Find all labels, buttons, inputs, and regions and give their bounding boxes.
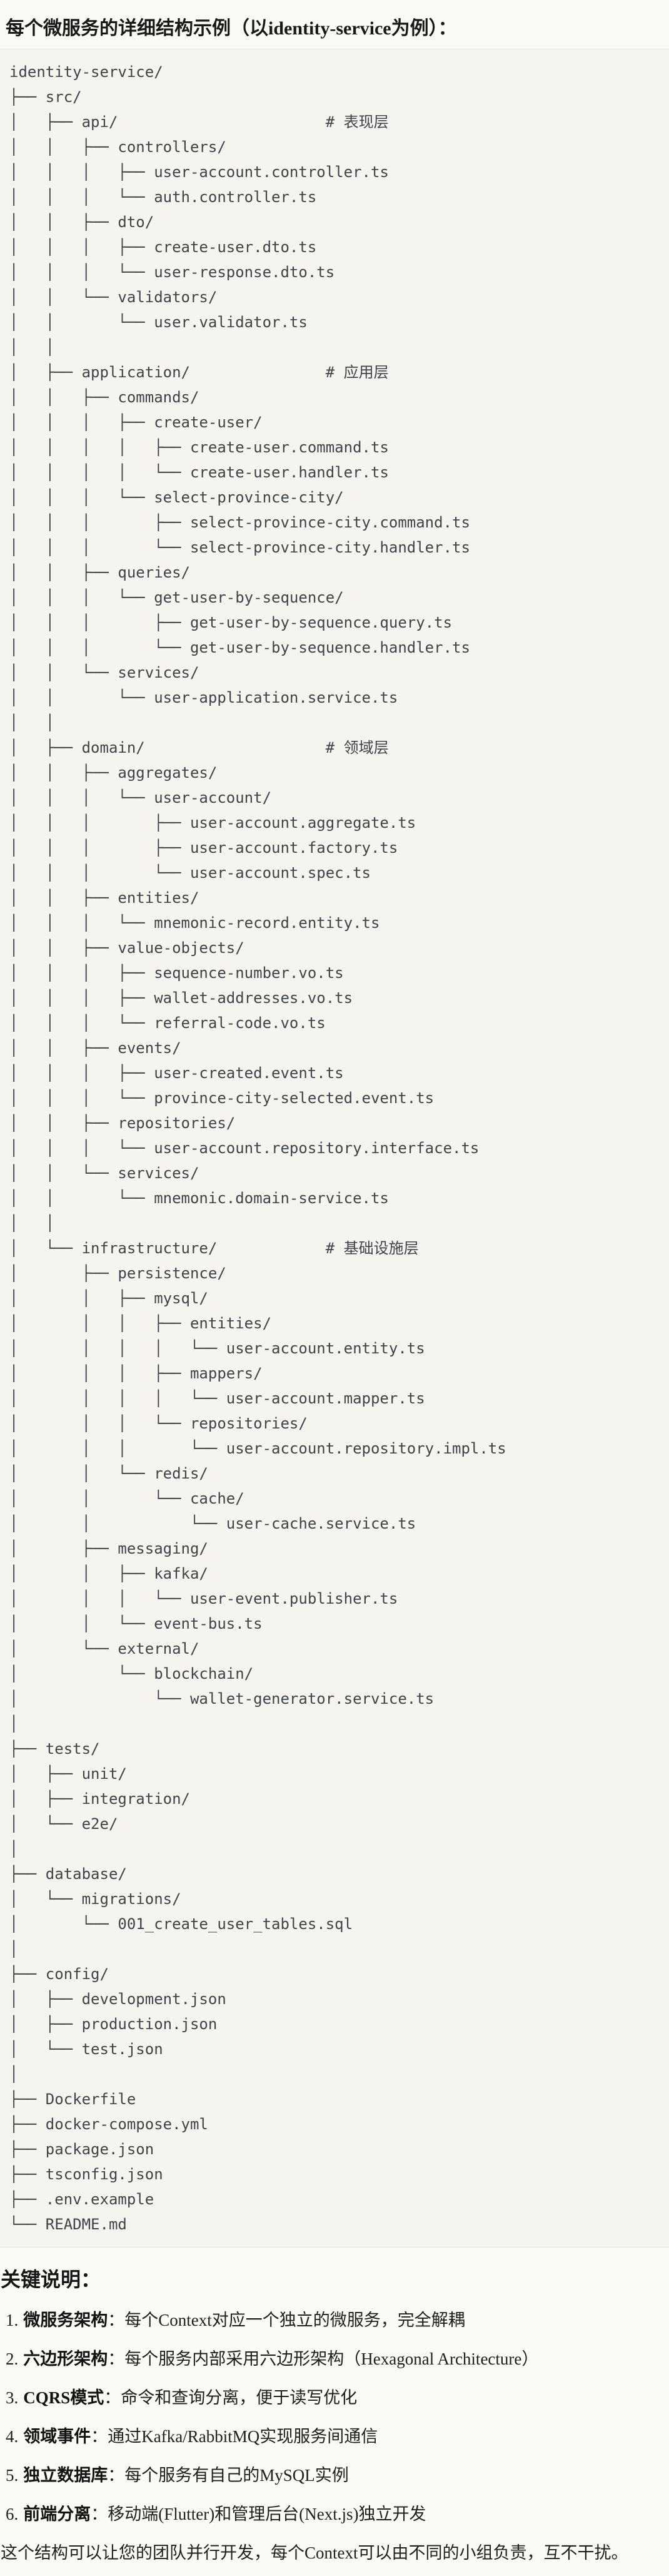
note-number: 3.: [6, 2388, 19, 2407]
note-description: ：通过Kafka/RabbitMQ实现服务间通信: [91, 2427, 378, 2446]
note-description: ：每个Context对应一个独立的微服务，完全解耦: [108, 2311, 465, 2329]
note-item: 3.CQRS模式：命令和查询分离，便于读写优化: [0, 2385, 669, 2410]
note-term: 独立数据库: [23, 2466, 108, 2485]
note-number: 5.: [6, 2466, 19, 2485]
directory-tree-code-block: identity-service/ ├── src/ │ ├── api/ # …: [0, 49, 669, 2248]
notes-heading: 关键说明：: [1, 2268, 101, 2291]
note-number: 2.: [6, 2349, 19, 2368]
note-number: 4.: [6, 2427, 19, 2446]
closing-paragraph: 这个结构可以让您的团队并行开发，每个Context可以由不同的小组负责，互不干扰…: [1, 2543, 628, 2562]
note-description: ：移动端(Flutter)和管理后台(Next.js)独立开发: [91, 2505, 426, 2523]
note-item: 1.微服务架构：每个Context对应一个独立的微服务，完全解耦: [0, 2308, 669, 2333]
note-description: ：命令和查询分离，便于读写优化: [104, 2388, 358, 2407]
note-term: 六边形架构: [23, 2349, 108, 2368]
note-term: 微服务架构: [23, 2311, 108, 2329]
note-number: 1.: [6, 2311, 19, 2329]
note-number: 6.: [6, 2505, 19, 2523]
note-description: ：每个服务内部采用六边形架构（Hexagonal Architecture）: [108, 2349, 539, 2368]
key-notes-section: 关键说明： 1.微服务架构：每个Context对应一个独立的微服务，完全解耦 2…: [0, 2266, 669, 2565]
note-description: ：每个服务有自己的MySQL实例: [108, 2466, 349, 2485]
note-item: 2.六边形架构：每个服务内部采用六边形架构（Hexagonal Architec…: [0, 2346, 669, 2371]
note-item: 6.前端分离：移动端(Flutter)和管理后台(Next.js)独立开发: [0, 2502, 669, 2527]
note-item: 4.领域事件：通过Kafka/RabbitMQ实现服务间通信: [0, 2424, 669, 2449]
note-term: CQRS模式: [23, 2388, 104, 2407]
page-title: 每个微服务的详细结构示例（以identity-service为例）：: [6, 18, 457, 39]
note-item: 5.独立数据库：每个服务有自己的MySQL实例: [0, 2463, 669, 2488]
notes-list: 1.微服务架构：每个Context对应一个独立的微服务，完全解耦 2.六边形架构…: [0, 2308, 669, 2527]
note-term: 前端分离: [23, 2505, 91, 2523]
note-term: 领域事件: [23, 2427, 91, 2446]
